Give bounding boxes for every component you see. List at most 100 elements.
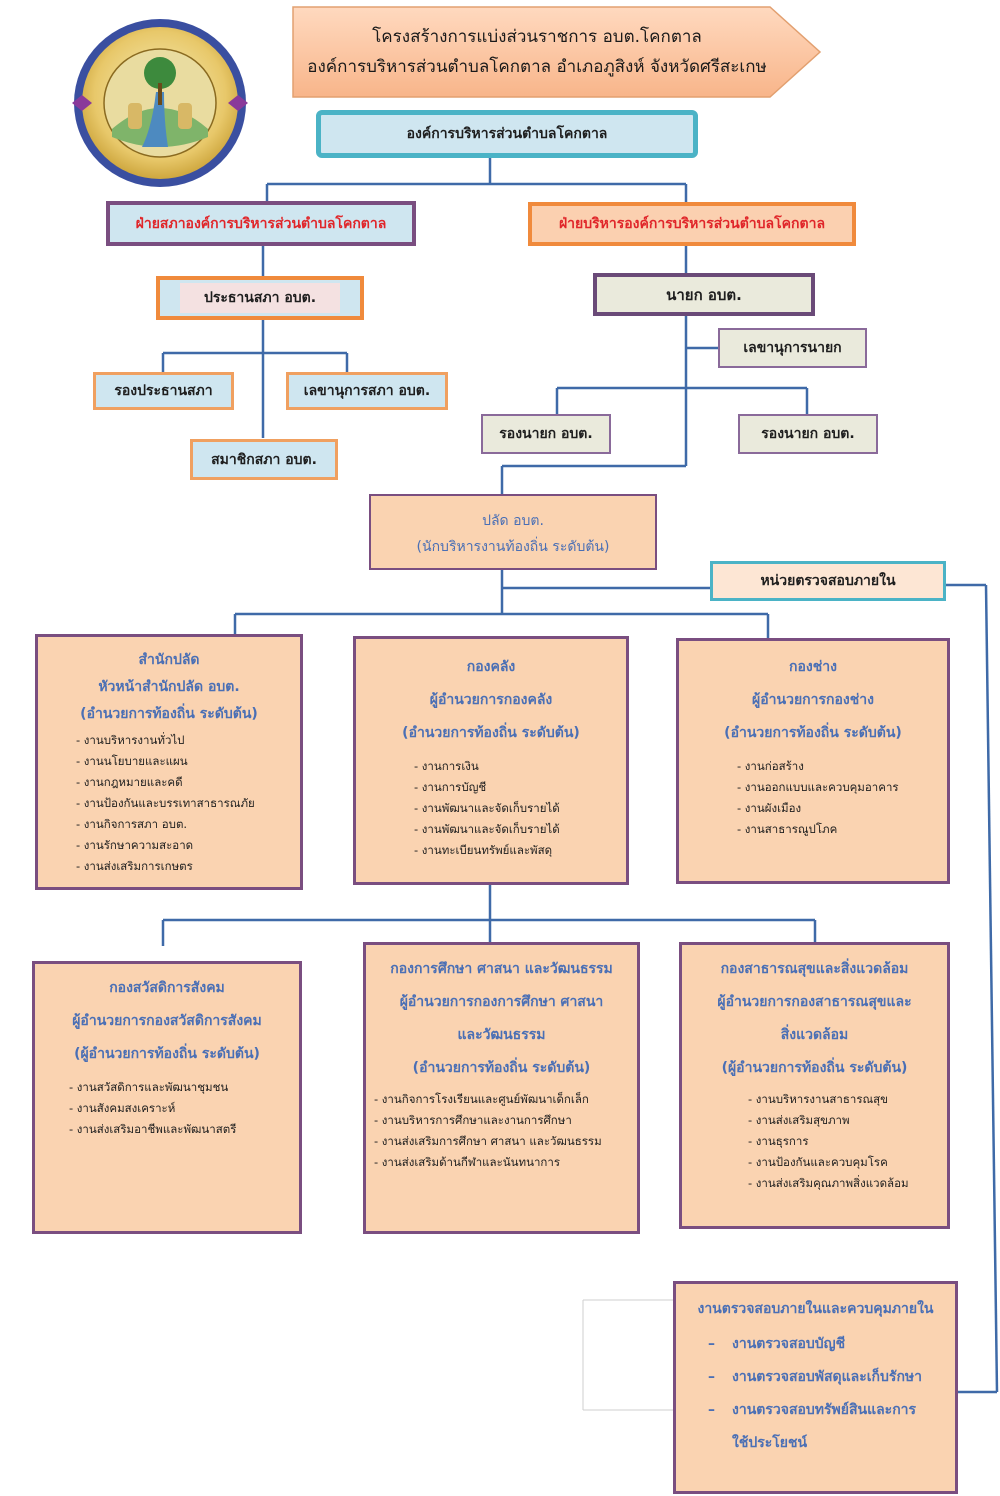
list-item: –งานตรวจสอบพัสดุและเก็บรักษา bbox=[708, 1369, 923, 1385]
dept-finance-box: กองคลัง ผู้อำนวยการกองคลัง (อำนวยการท้อง… bbox=[353, 636, 629, 885]
palad-box: ปลัด อบต. (นักบริหารงานท้องถิ่น ระดับต้น… bbox=[369, 494, 657, 570]
list-item: - งานป้องกันและควบคุมโรค bbox=[748, 1155, 888, 1169]
deputy-mayor-left-box: รองนายก อบต. bbox=[481, 414, 611, 454]
top-org-box: องค์การบริหารส่วนตำบลโคกตาล bbox=[316, 110, 698, 158]
dept-finance-name: กองคลัง bbox=[466, 659, 516, 675]
council-members-label: สมาชิกสภา อบต. bbox=[211, 451, 317, 468]
dept-finance-items: - งานการเงิน - งานการบัญชี - งานพัฒนาและ… bbox=[414, 756, 626, 861]
executive-title-box: ฝ่ายบริหารองค์การบริหารส่วนตำบลโคกตาล bbox=[528, 202, 856, 246]
council-secretary-label: เลขานุการสภา อบต. bbox=[303, 383, 431, 399]
council-chair-box: ประธานสภา อบต. bbox=[156, 276, 364, 320]
dept-engineering-items: - งานก่อสร้าง - งานออกแบบและควบคุมอาคาร … bbox=[737, 756, 947, 840]
dept-palad-office-head: หัวหน้าสำนักปลัด อบต. bbox=[98, 679, 240, 695]
list-item: - งานส่งเสริมด้านกีฬาและนันทนาการ bbox=[374, 1155, 561, 1169]
dept-finance-head: ผู้อำนวยการกองคลัง bbox=[429, 692, 553, 708]
seal-emblem-icon bbox=[72, 19, 248, 187]
mayor-box: นายก อบต. bbox=[593, 273, 815, 316]
list-item: - งานออกแบบและควบคุมอาคาร bbox=[737, 780, 899, 794]
dept-social-welfare-items: - งานสวัสดิการและพัฒนาชุมชน - งานสังคมสง… bbox=[69, 1077, 299, 1140]
dept-education-head-cont: และวัฒนธรรม bbox=[457, 1027, 546, 1043]
audit-unit-label: หน่วยตรวจสอบภายใน bbox=[760, 573, 896, 589]
list-item: - งานบริหารการศึกษาและงานการศึกษา bbox=[374, 1113, 572, 1127]
list-item: - งานสาธารณูปโภค bbox=[737, 822, 838, 836]
palad-title: ปลัด อบต. bbox=[482, 513, 544, 529]
list-item: - งานทะเบียนทรัพย์และพัสดุ bbox=[414, 843, 553, 857]
council-vice-chair-label: รองประธานสภา bbox=[114, 383, 213, 399]
list-item: - งานพัฒนาและจัดเก็บรายได้ bbox=[414, 801, 560, 815]
dept-engineering-name: กองช่าง bbox=[789, 659, 837, 675]
dept-palad-office-items: - งานบริหารงานทั่วไป - งานนโยบายและแผน -… bbox=[76, 730, 300, 877]
list-item: - งานธุรการ bbox=[748, 1134, 809, 1148]
list-item: - งานนโยบายและแผน bbox=[76, 754, 188, 768]
dept-finance-level: (อำนวยการท้องถิ่น ระดับต้น) bbox=[402, 725, 580, 741]
list-item: - งานกิจการสภา อบต. bbox=[76, 817, 188, 831]
dept-education-level: (อำนวยการท้องถิ่น ระดับต้น) bbox=[412, 1060, 591, 1076]
mayor-label: นายก อบต. bbox=[666, 285, 742, 304]
list-item: - งานสังคมสงเคราะห์ bbox=[69, 1101, 176, 1115]
dept-engineering-box: กองช่าง ผู้อำนวยการกองช่าง (อำนวยการท้อง… bbox=[676, 638, 950, 884]
dept-palad-office-name: สำนักปลัด bbox=[138, 652, 200, 668]
header-title-line1: โครงสร้างการแบ่งส่วนราชการ อบต.โคกตาล bbox=[372, 27, 702, 47]
list-item: - งานส่งเสริมอาชีพและพัฒนาสตรี bbox=[69, 1122, 237, 1136]
dept-engineering-level: (อำนวยการท้องถิ่น ระดับต้น) bbox=[724, 725, 902, 741]
list-item: - งานพัฒนาและจัดเก็บรายได้ bbox=[414, 822, 560, 836]
list-item: - งานผังเมือง bbox=[737, 801, 802, 815]
dept-education-head: ผู้อำนวยการกองการศึกษา ศาสนา bbox=[399, 994, 604, 1010]
dept-education-items: - งานกิจการโรงเรียนและศูนย์พัฒนาเด็กเล็ก… bbox=[374, 1089, 637, 1173]
dept-public-health-head-cont: สิ่งแวดล้อม bbox=[780, 1027, 849, 1043]
list-item: –งานตรวจสอบบัญชี bbox=[708, 1336, 846, 1352]
list-item: - งานบริหารงานทั่วไป bbox=[76, 733, 185, 747]
header-banner: โครงสร้างการแบ่งส่วนราชการ อบต.โคกตาล อง… bbox=[292, 6, 822, 98]
deputy-mayor-left-label: รองนายก อบต. bbox=[499, 426, 593, 442]
dept-education-name: กองการศึกษา ศาสนา และวัฒนธรรม bbox=[390, 961, 613, 977]
council-secretary-box: เลขานุการสภา อบต. bbox=[286, 372, 448, 410]
dept-social-welfare-name: กองสวัสดิการสังคม bbox=[109, 980, 225, 996]
dept-palad-office-level: (อำนวยการท้องถิ่น ระดับต้น) bbox=[80, 706, 258, 722]
dept-public-health-box: กองสาธารณสุขและสิ่งแวดล้อม ผู้อำนวยการกอ… bbox=[679, 942, 950, 1229]
list-item: - งานป้องกันและบรรเทาสาธารณภัย bbox=[76, 796, 255, 810]
palad-level: (นักบริหารงานท้องถิ่น ระดับต้น) bbox=[416, 539, 610, 555]
council-title-box: ฝ่ายสภาองค์การบริหารส่วนตำบลโคกตาล bbox=[106, 201, 416, 246]
list-item: - งานส่งเสริมการเกษตร bbox=[76, 859, 193, 873]
dept-public-health-head: ผู้อำนวยการกองสาธารณสุขและ bbox=[717, 994, 912, 1010]
audit-unit-box: หน่วยตรวจสอบภายใน bbox=[710, 561, 946, 601]
council-chair-label: ประธานสภา อบต. bbox=[179, 283, 341, 313]
dept-public-health-items: - งานบริหารงานสาธารณสุข - งานส่งเสริมสุข… bbox=[748, 1089, 947, 1194]
internal-audit-box: งานตรวจสอบภายในและควบคุมภายใน –งานตรวจสอ… bbox=[673, 1281, 958, 1494]
dept-public-health-level: (ผู้อำนวยการท้องถิ่น ระดับต้น) bbox=[721, 1060, 908, 1076]
list-item: - งานส่งเสริมการศึกษา ศาสนา และวัฒนธรรม bbox=[374, 1134, 602, 1148]
list-item: –งานตรวจสอบทรัพย์สินและการ bbox=[708, 1402, 917, 1418]
list-item: - งานบริหารงานสาธารณสุข bbox=[748, 1092, 889, 1106]
banner-arrow-shape bbox=[292, 6, 822, 98]
list-item-continuation: ใช้ประโยชน์ bbox=[732, 1435, 808, 1451]
deputy-mayor-right-box: รองนายก อบต. bbox=[738, 414, 878, 454]
dept-engineering-head: ผู้อำนวยการกองช่าง bbox=[752, 692, 874, 708]
list-item: - งานกฎหมายและคดี bbox=[76, 775, 183, 789]
list-item: - งานส่งเสริมสุขภาพ bbox=[748, 1113, 850, 1127]
internal-audit-title: งานตรวจสอบภายในและควบคุมภายใน bbox=[697, 1301, 934, 1317]
dept-public-health-name: กองสาธารณสุขและสิ่งแวดล้อม bbox=[720, 961, 909, 977]
deputy-mayor-right-label: รองนายก อบต. bbox=[761, 426, 855, 442]
executive-title: ฝ่ายบริหารองค์การบริหารส่วนตำบลโคกตาล bbox=[558, 216, 826, 232]
mayor-secretary-box: เลขานุการนายก bbox=[718, 328, 867, 368]
logo-seal bbox=[72, 17, 248, 189]
header-title-line2: องค์การบริหารส่วนตำบลโคกตาล อำเภอภูสิงห์… bbox=[307, 57, 767, 77]
dept-social-welfare-head: ผู้อำนวยการกองสวัสดิการสังคม bbox=[72, 1013, 262, 1029]
list-item: - งานก่อสร้าง bbox=[737, 759, 804, 773]
council-vice-chair-box: รองประธานสภา bbox=[93, 372, 234, 410]
top-org-label: องค์การบริหารส่วนตำบลโคกตาล bbox=[406, 126, 608, 142]
dept-social-welfare-box: กองสวัสดิการสังคม ผู้อำนวยการกองสวัสดิกา… bbox=[32, 961, 302, 1234]
list-item: - งานสวัสดิการและพัฒนาชุมชน bbox=[69, 1080, 229, 1094]
council-members-box: สมาชิกสภา อบต. bbox=[190, 439, 338, 480]
dept-palad-office-box: สำนักปลัด หัวหน้าสำนักปลัด อบต. (อำนวยกา… bbox=[35, 634, 303, 890]
list-item: - งานรักษาความสะอาด bbox=[76, 838, 194, 852]
list-item: - งานกิจการโรงเรียนและศูนย์พัฒนาเด็กเล็ก bbox=[374, 1092, 589, 1106]
dept-education-box: กองการศึกษา ศาสนา และวัฒนธรรม ผู้อำนวยกา… bbox=[363, 942, 640, 1234]
council-title: ฝ่ายสภาองค์การบริหารส่วนตำบลโคกตาล bbox=[135, 215, 387, 232]
list-item: - งานการเงิน bbox=[414, 759, 479, 773]
dept-social-welfare-level: (ผู้อำนวยการท้องถิ่น ระดับต้น) bbox=[74, 1046, 260, 1062]
list-item: - งานส่งเสริมคุณภาพสิ่งแวดล้อม bbox=[748, 1176, 909, 1190]
list-item: - งานการบัญชี bbox=[414, 780, 487, 794]
mayor-secretary-label: เลขานุการนายก bbox=[743, 340, 842, 356]
